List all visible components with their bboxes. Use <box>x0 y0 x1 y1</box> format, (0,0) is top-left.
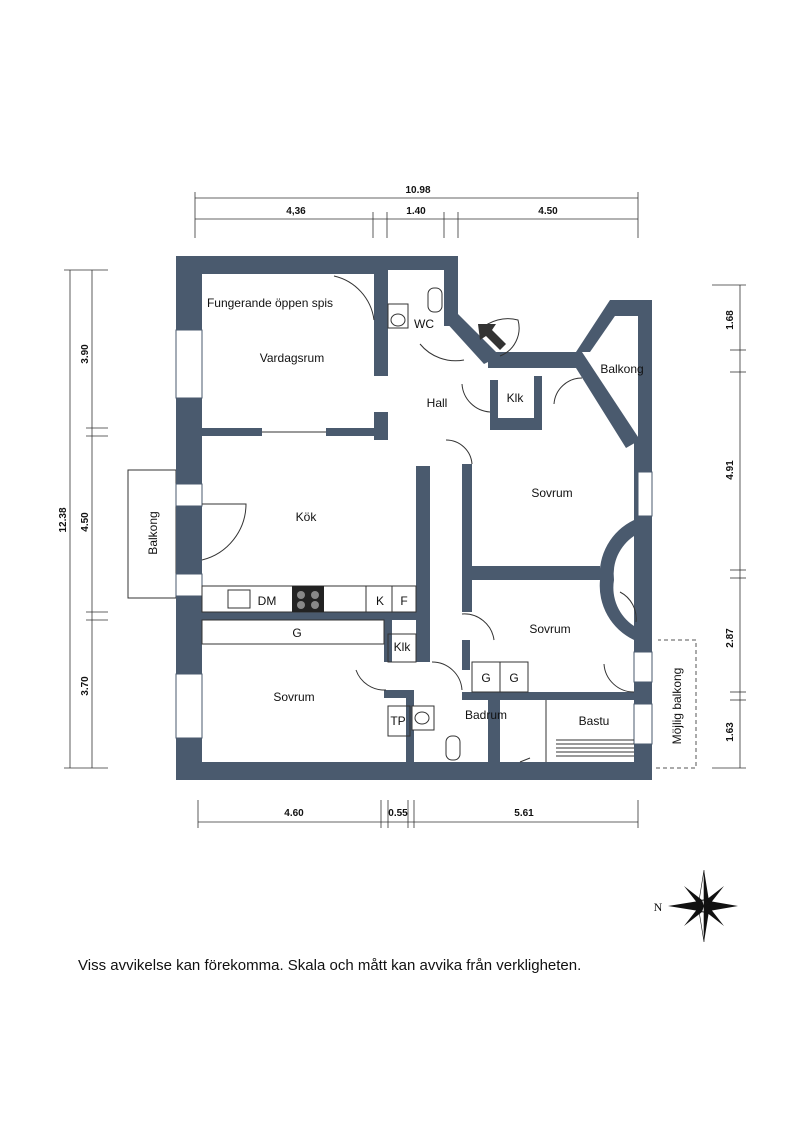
label-bedroom-sw: Sovrum <box>273 690 314 704</box>
sauna-bench <box>556 739 634 757</box>
room-labels: Fungerande öppen spis Vardagsrum WC Hall… <box>146 296 684 744</box>
compass-north-label: N <box>654 900 663 914</box>
entrance-arrow-icon <box>478 324 506 350</box>
windows <box>175 329 653 745</box>
doors <box>201 275 637 693</box>
label-kitchen: Kök <box>296 510 318 524</box>
dim-left-2: 4.50 <box>80 512 91 532</box>
dim-left-1: 3.90 <box>80 344 91 364</box>
label-balcony-ne: Balkong <box>600 362 643 376</box>
label-closet-2: Klk <box>394 640 412 654</box>
dim-right-3: 2.87 <box>725 628 736 648</box>
fixtures <box>201 287 634 763</box>
walls <box>176 256 652 780</box>
label-wardrobe-mid-2: G <box>509 671 518 685</box>
dim-top-2: 1.40 <box>406 206 426 217</box>
label-sauna: Bastu <box>579 714 610 728</box>
dim-top-1: 4,36 <box>286 206 306 217</box>
dim-left-3: 3.70 <box>80 676 91 696</box>
dim-top-3: 4.50 <box>538 206 558 217</box>
label-closet-1: Klk <box>507 391 525 405</box>
dim-right-1: 1.68 <box>725 310 736 330</box>
label-hall: Hall <box>427 396 448 410</box>
compass-rose-icon <box>668 869 738 943</box>
dim-right-4: 1.63 <box>725 722 736 742</box>
dimensions: 10.98 4,36 1.40 4.50 12.38 3.90 4.50 3.7… <box>58 185 746 828</box>
label-balcony-west: Balkong <box>146 511 160 554</box>
label-bedroom-mid: Sovrum <box>529 622 570 636</box>
disclaimer-text: Viss avvikelse kan förekomma. Skala och … <box>78 957 582 974</box>
label-laundry: TP <box>390 714 405 728</box>
label-bathroom: Badrum <box>465 708 507 722</box>
dim-bottom-1: 4.60 <box>284 808 304 819</box>
dim-right-2: 4.91 <box>725 460 736 480</box>
label-living-room: Vardagsrum <box>260 351 324 365</box>
dim-bottom-3: 5.61 <box>514 808 534 819</box>
dim-top-total: 10.98 <box>405 185 430 196</box>
dim-bottom-2: 0.55 <box>388 808 408 819</box>
label-wardrobe-sw: G <box>292 626 301 640</box>
label-fridge: K <box>376 594 384 608</box>
label-fireplace: Fungerande öppen spis <box>207 296 333 310</box>
label-wardrobe-mid-1: G <box>481 671 490 685</box>
label-freezer: F <box>400 594 407 608</box>
label-possible-balcony: Möjlig balkong <box>670 668 684 745</box>
dim-left-total: 12.38 <box>58 507 69 532</box>
label-dishwasher: DM <box>258 594 277 608</box>
label-wc: WC <box>414 317 434 331</box>
label-bedroom-east: Sovrum <box>531 486 572 500</box>
